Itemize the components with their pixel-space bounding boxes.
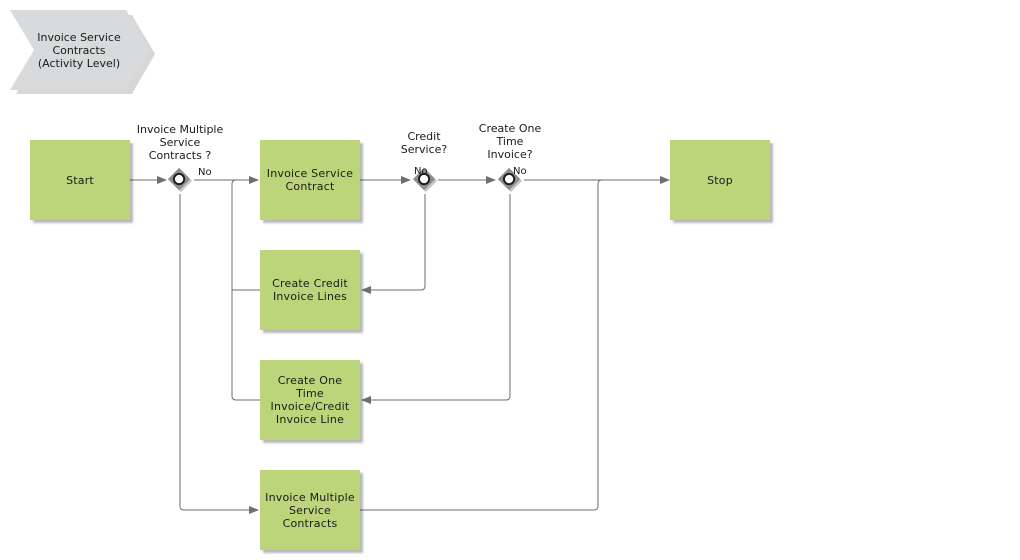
gateway-credit-label: Credit Service? [400, 130, 448, 156]
edge-invoice-multiple-to-stop [360, 179, 603, 511]
activity-invoice-service-contract[interactable]: Invoice Service Contract [260, 140, 360, 220]
edge-label-one-time-no: No [513, 166, 527, 177]
activity-invoice-multiple-service-contracts[interactable]: Invoice Multiple Service Contracts [260, 470, 360, 550]
edge-gateway-credit-to-create-credit [361, 194, 426, 294]
edge-label-multiple-no: No [198, 167, 212, 178]
edge-merge-vertical [231, 179, 260, 401]
edge-gateway-one-time-to-create-one-time [361, 194, 511, 404]
gateway-multiple-label: Invoice Multiple Service Contracts ? [136, 123, 224, 162]
edge-gateway-multiple-to-invoice-multiple [179, 194, 259, 514]
gateway-multiple-icon[interactable] [167, 167, 193, 193]
process-chevron [10, 10, 155, 94]
process-title: Invoice Service Contracts (Activity Leve… [37, 31, 121, 70]
gateway-one-time-label: Create One Time Invoice? [478, 122, 542, 161]
gateway-one-time-icon[interactable] [497, 167, 523, 193]
edge-label-credit-no: No [414, 166, 428, 177]
activity-create-one-time-invoice[interactable]: Create One Time Invoice/Credit Invoice L… [260, 360, 360, 440]
gateway-credit-icon[interactable] [412, 167, 438, 193]
activity-create-credit-invoice-lines[interactable]: Create Credit Invoice Lines [260, 250, 360, 330]
stop-event[interactable]: Stop [670, 140, 770, 220]
start-event[interactable]: Start [30, 140, 130, 220]
